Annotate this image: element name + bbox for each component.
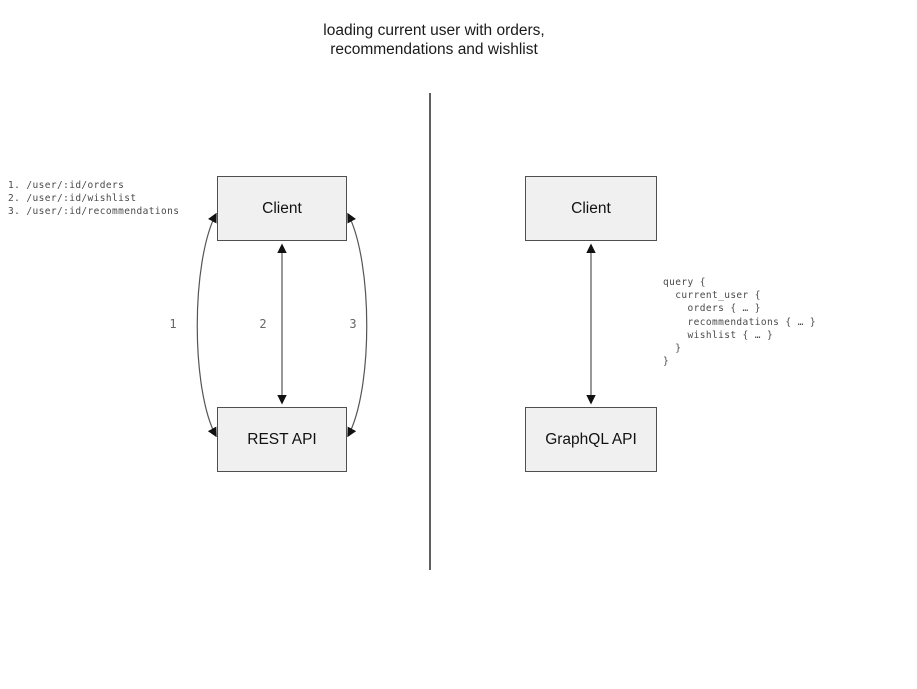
rest-client-box: Client (217, 176, 347, 241)
graphql-api-label: GraphQL API (545, 430, 637, 448)
panel-divider-line (429, 93, 431, 570)
query-line: wishlist { … } (663, 329, 774, 341)
rest-api-label: REST API (247, 430, 317, 448)
graphql-client-box: Client (525, 176, 657, 241)
arrow-label-1: 1 (169, 317, 177, 331)
query-line: } (663, 356, 670, 368)
rest-arrow-1 (196, 212, 217, 438)
arrow-label-2: 2 (259, 317, 267, 331)
rest-endpoint-orders: 1. /user/:id/orders (8, 180, 125, 191)
arrow-label-3: 3 (349, 317, 357, 331)
rest-endpoint-recommendations: 3. /user/:id/recommendations (8, 206, 180, 218)
query-line: query { (663, 277, 706, 288)
rest-api-box: REST API (217, 407, 347, 472)
rest-endpoint-wishlist: 2. /user/:id/wishlist (8, 193, 137, 205)
rest-client-label: Client (262, 199, 302, 217)
query-line: } (663, 343, 682, 355)
graphql-api-box: GraphQL API (525, 407, 657, 472)
graphql-query-code: query { current_user { orders { … } reco… (663, 276, 816, 368)
query-line: current_user { (663, 290, 761, 302)
diagram-title: loading current user with orders, recomm… (323, 22, 545, 58)
rest-endpoint-list: 1. /user/:id/orders 2. /user/:id/wishlis… (8, 179, 179, 219)
graphql-client-label: Client (571, 199, 611, 217)
query-line: orders { … } (663, 303, 761, 315)
query-line: recommendations { … } (663, 316, 816, 328)
